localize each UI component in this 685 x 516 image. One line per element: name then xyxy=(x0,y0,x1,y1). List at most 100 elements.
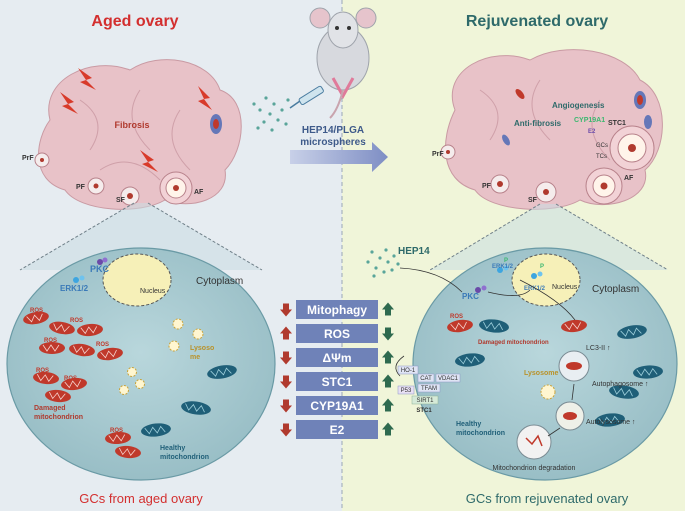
aged-damaged-label-2: mitochondrion xyxy=(34,414,83,421)
rejuv-erk-label-b: ERK1/2 xyxy=(524,286,546,292)
microspheres-label-1: HEP14/PLGA xyxy=(302,125,364,136)
badge-vdac1 xyxy=(435,373,461,383)
mouse-illustration xyxy=(309,7,377,119)
hep14-arrow xyxy=(399,267,463,293)
badge-p53-text: P53 xyxy=(401,388,412,394)
p-badge-2: P xyxy=(540,264,544,270)
aged-arrow-mitophagy-down xyxy=(280,303,292,317)
rejuv-damaged-mitochondria xyxy=(447,319,587,333)
aged-sf-label: SF xyxy=(116,197,126,204)
badge-tfam xyxy=(417,383,441,393)
degradation-label: Mitochondrion degradation xyxy=(493,465,576,472)
rejuvenated-title: Rejuvenated ovary xyxy=(466,13,608,30)
aged-healthy-label-2: mitochondrion xyxy=(160,454,209,461)
rejuv-af-label: AF xyxy=(624,175,634,182)
signal-arrows xyxy=(487,279,576,321)
comparison-box-cyp19a1 xyxy=(296,396,378,415)
comparison-label-stc1: STC1 xyxy=(322,375,353,389)
rejuv-damaged-label: Damaged mitochondrion xyxy=(478,340,549,346)
badge-vdac1-text: VDAC1 xyxy=(438,376,459,382)
rejuv-healthy-label-2: mitochondrion xyxy=(456,430,505,437)
aged-erk-label: ERK1/2 xyxy=(60,284,89,293)
fibrosis-label: Fibrosis xyxy=(114,120,149,130)
aged-ros-label-7: ROS xyxy=(110,428,123,434)
comparison-box-ros xyxy=(296,324,378,343)
hep14-dots xyxy=(366,248,400,278)
aged-prf-label: PrF xyxy=(22,155,34,162)
stc-label: STC1 xyxy=(608,120,626,127)
aged-ros-label-1: ROS xyxy=(30,308,43,314)
lc3-label: LC3-II ↑ xyxy=(586,345,611,352)
comparison-label-cyp19a1: CYP19A1 xyxy=(310,399,364,413)
aged-healthy-label-1: Healthy xyxy=(160,445,185,452)
rejuv-healthy-label-1: Healthy xyxy=(456,421,481,428)
anti-fibrosis-label: Anti-fibrosis xyxy=(514,119,562,128)
aged-nucleus-label: Nucleus xyxy=(140,288,166,295)
e2-label: E2 xyxy=(588,129,596,135)
aged-zoom-cone xyxy=(20,203,262,270)
treatment-arrow xyxy=(290,142,388,172)
aged-pkc-label: PKC xyxy=(90,264,110,274)
comparison-box--m xyxy=(296,348,378,367)
aged-arrow-ros-up xyxy=(280,326,292,340)
aged-caption: GCs from aged ovary xyxy=(79,491,203,506)
aged-title: Aged ovary xyxy=(91,13,178,30)
aged-arrow-stc1-down xyxy=(280,375,292,389)
aged-pkc-icon xyxy=(73,257,108,283)
autolysosome-label: Autolysosome ↑ xyxy=(586,419,635,426)
lightning-icons xyxy=(60,68,212,172)
degradation-fragments xyxy=(525,434,543,447)
comparison-box-mitophagy xyxy=(296,300,378,319)
comparison-label--m: ΔΨm xyxy=(322,351,351,365)
rejuv-sf-label: SF xyxy=(528,197,538,204)
comparison-box-e2 xyxy=(296,420,378,439)
aged-arrow-e2-down xyxy=(280,423,292,437)
aged-ros-label-2: ROS xyxy=(70,318,83,324)
cyp-label: CYP19A1 xyxy=(574,117,605,124)
badge-ho1 xyxy=(397,365,419,375)
rejuv-arrow-e2-up xyxy=(382,422,394,436)
aged-pf-label: PF xyxy=(76,184,86,191)
syringe-icon xyxy=(289,85,324,109)
aged-damaged-label-1: Damaged xyxy=(34,405,66,412)
pathway-arrows xyxy=(547,383,575,437)
rejuv-arrow-stc1-up xyxy=(382,374,394,388)
rejuv-zoom-cone xyxy=(430,204,668,270)
gcs-label: GCs xyxy=(596,143,608,149)
rejuv-nucleus-label: Nucleus xyxy=(552,284,578,291)
aged-nucleus xyxy=(102,253,172,307)
aged-lysosome-label-2: me xyxy=(190,354,200,361)
badge-sirt1-text: SIRT1 xyxy=(417,398,435,404)
rejuv-nucleus xyxy=(511,253,581,307)
badge-p53 xyxy=(397,385,415,395)
autolysosome-cargo xyxy=(563,412,577,420)
badge-arrow xyxy=(395,355,405,377)
rejuv-zoom-line-left xyxy=(429,203,541,271)
protein-badges: HO-1 CAT VDAC1 TFAM P53 SIRT1 STC1 xyxy=(397,365,461,414)
rejuv-arrow-mitophagy-up xyxy=(382,302,394,316)
rejuv-prf-label: PrF xyxy=(432,151,444,158)
vessel-icons xyxy=(502,89,652,146)
autophagosome-label: Autophagosome ↑ xyxy=(592,381,648,388)
badge-sirt1 xyxy=(411,395,439,405)
aged-ros-label-4: ROS xyxy=(96,342,109,348)
rejuv-pkc-icon xyxy=(475,265,543,293)
microspheres-label-2: microspheres xyxy=(300,137,366,148)
rejuv-lysosome-label: Lysosome xyxy=(524,370,558,377)
aged-cytoplasm-label: Cytoplasm xyxy=(196,276,243,287)
rejuv-ros-label: ROS xyxy=(450,314,463,320)
aged-af-label: AF xyxy=(194,189,204,196)
aged-lysosomes xyxy=(119,318,204,395)
badge-cat-text: CAT xyxy=(420,376,432,382)
rejuv-zoom-line-right xyxy=(555,203,669,271)
rejuv-pkc-label: PKC xyxy=(462,292,479,301)
aged-lysosome-label-1: Lysoso xyxy=(190,345,214,352)
rejuv-pf-label: PF xyxy=(482,183,492,190)
aged-ros-label-3: ROS xyxy=(44,338,57,344)
rejuv-arrow--m-up xyxy=(382,350,394,364)
badge-tfam-text: TFAM xyxy=(421,386,437,392)
tcs-label: TCs xyxy=(596,154,607,160)
